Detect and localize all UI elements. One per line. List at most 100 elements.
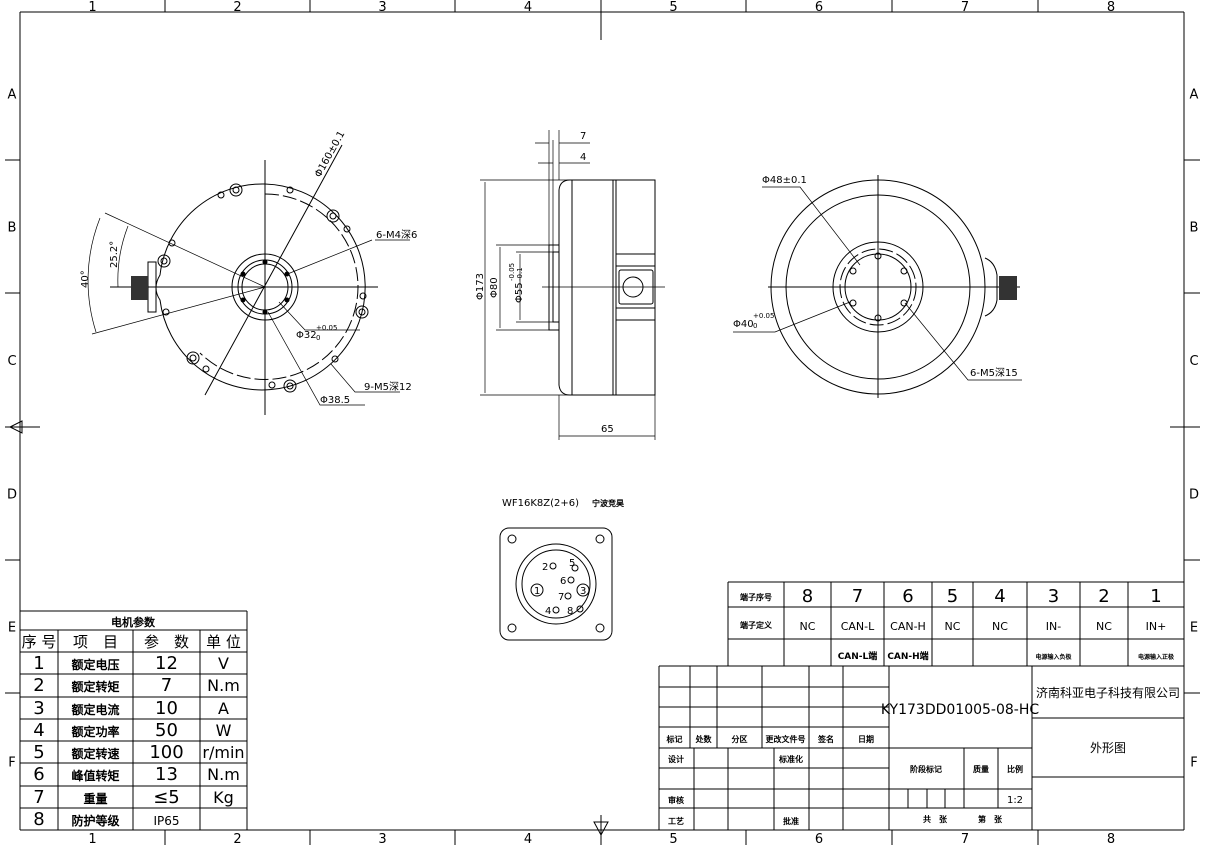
zone-col-label: 7 [961, 832, 969, 847]
terminal-definition: IN+ [1146, 620, 1167, 633]
terminal-number: 2 [1098, 586, 1109, 607]
connector-pin-5: 5 [569, 558, 575, 569]
terminal-definition-table: 端子序号端子定义8NC7CAN-LCAN-L端6CAN-HCAN-H端5NC4N… [727, 581, 1185, 667]
zone-row-label: F [1190, 756, 1197, 771]
rear-view [733, 175, 1022, 398]
terminal-definition: IN- [1046, 620, 1061, 633]
params-cell: Kg [213, 788, 234, 807]
params-cell: r/min [202, 743, 244, 762]
zone-col-label: 6 [815, 0, 823, 15]
side-view [480, 130, 665, 440]
params-cell: 额定功率 [71, 724, 119, 739]
standardization-label: 标准化 [778, 754, 803, 764]
terminal-number: 6 [902, 586, 913, 607]
stage-mark-label: 阶段标记 [910, 764, 942, 774]
params-cell: 额定转速 [71, 746, 119, 761]
bolt-holes [157, 183, 369, 393]
terminal-note: CAN-H端 [887, 650, 928, 662]
zone-col-label: 2 [233, 832, 241, 847]
zone-col-label: 6 [815, 832, 823, 847]
params-cell: N.m [207, 676, 240, 695]
front-bore-tol-lower: 0 [316, 334, 320, 342]
approval-label: 批准 [783, 816, 799, 826]
params-header: 参 数 [144, 633, 189, 651]
params-title: 电机参数 [111, 615, 156, 629]
params-cell: 5 [33, 742, 44, 763]
params-cell: 4 [33, 720, 44, 741]
terminal-number: 8 [802, 586, 813, 607]
zone-col-label: 5 [669, 0, 677, 15]
revision-header: 标记 [666, 734, 683, 744]
connector-pin-8: 8 [567, 606, 573, 617]
front-dia-bore: Φ32 [296, 330, 317, 341]
front-view [87, 144, 410, 415]
terminal-number: 3 [1048, 586, 1059, 607]
sheet-number: 第 张 [978, 814, 1003, 824]
params-cell: W [216, 721, 232, 740]
drawing-number: KY173DD01005-08-HC [881, 702, 1039, 718]
params-cell: 7 [161, 675, 172, 696]
front-angle-outer: 40° [80, 270, 91, 288]
zone-row-label: E [1190, 621, 1198, 636]
params-cell: 峰值转矩 [71, 768, 119, 783]
params-cell: 额定转矩 [71, 679, 119, 694]
revision-header: 分区 [732, 734, 748, 744]
params-cell: N.m [207, 765, 240, 784]
revision-header: 处数 [695, 734, 713, 744]
side-length: 65 [601, 424, 614, 435]
params-cell: 3 [33, 698, 44, 719]
zone-row-label: A [8, 88, 17, 103]
rear-dia-48: Φ48±0.1 [762, 175, 807, 186]
zone-row-label: B [8, 221, 17, 236]
terminal-number: 7 [852, 586, 863, 607]
terminal-note: 电源输入负极 [1035, 653, 1072, 661]
zone-row-label: F [8, 756, 15, 771]
connector-pin-1: 1 [534, 586, 540, 597]
scale-value: 1:2 [1007, 795, 1023, 806]
params-cell: 13 [155, 764, 178, 785]
params-cell: 6 [33, 764, 44, 785]
params-header: 单 位 [206, 633, 241, 651]
mass-label: 质量 [973, 764, 989, 774]
zone-col-label: 8 [1107, 832, 1115, 847]
zone-col-label: 2 [233, 0, 241, 15]
zone-col-label: 1 [88, 0, 96, 15]
params-cell: 12 [155, 653, 178, 674]
zone-row-label: C [7, 354, 16, 369]
design-label: 设计 [668, 754, 684, 764]
zone-col-label: 4 [524, 832, 532, 847]
terminal-note: 电源输入正极 [1138, 653, 1175, 661]
company-name: 济南科亚电子科技有限公司 [1036, 685, 1180, 700]
rear-dia-40-tol-upper: +0.05 [753, 312, 774, 320]
terminal-definition: NC [1096, 620, 1112, 633]
process-label: 工艺 [668, 816, 684, 826]
rear-bolt-holes [849, 252, 908, 322]
terminal-number: 5 [947, 586, 958, 607]
zone-row-label: D [7, 488, 17, 503]
zone-col-label: 5 [669, 832, 677, 847]
rear-dia-40: Φ40 [733, 319, 754, 330]
terminal-definition: NC [992, 620, 1008, 633]
params-cell: 额定电流 [71, 702, 119, 717]
params-cell: 重量 [83, 791, 107, 806]
side-dia-55-tol-lower: -0.1 [516, 267, 524, 281]
connector-supplier: 宁波竞昊 [592, 498, 625, 508]
params-header: 项 目 [73, 633, 118, 651]
terminal-definition: CAN-H [890, 620, 926, 633]
terminal-number: 1 [1150, 586, 1161, 607]
side-dia-55-tol-upper: -0.05 [508, 263, 516, 281]
params-cell: A [218, 699, 229, 718]
zone-row-label: D [1189, 488, 1199, 503]
title-block: 标记处数分区更改文件号签名日期设计标准化审核工艺批准KY173DD01005-0… [658, 665, 1184, 830]
side-dim-4: 4 [580, 152, 586, 163]
connector-face-view [499, 527, 613, 641]
params-cell: ≤5 [153, 787, 180, 808]
terminal-number: 4 [994, 586, 1005, 607]
drawing-name: 外形图 [1090, 741, 1126, 755]
params-cell: 50 [155, 720, 178, 741]
front-bore-tol-upper: +0.05 [316, 324, 337, 332]
front-angle-inner: 25.2° [109, 241, 120, 268]
side-dim-7: 7 [580, 131, 586, 142]
